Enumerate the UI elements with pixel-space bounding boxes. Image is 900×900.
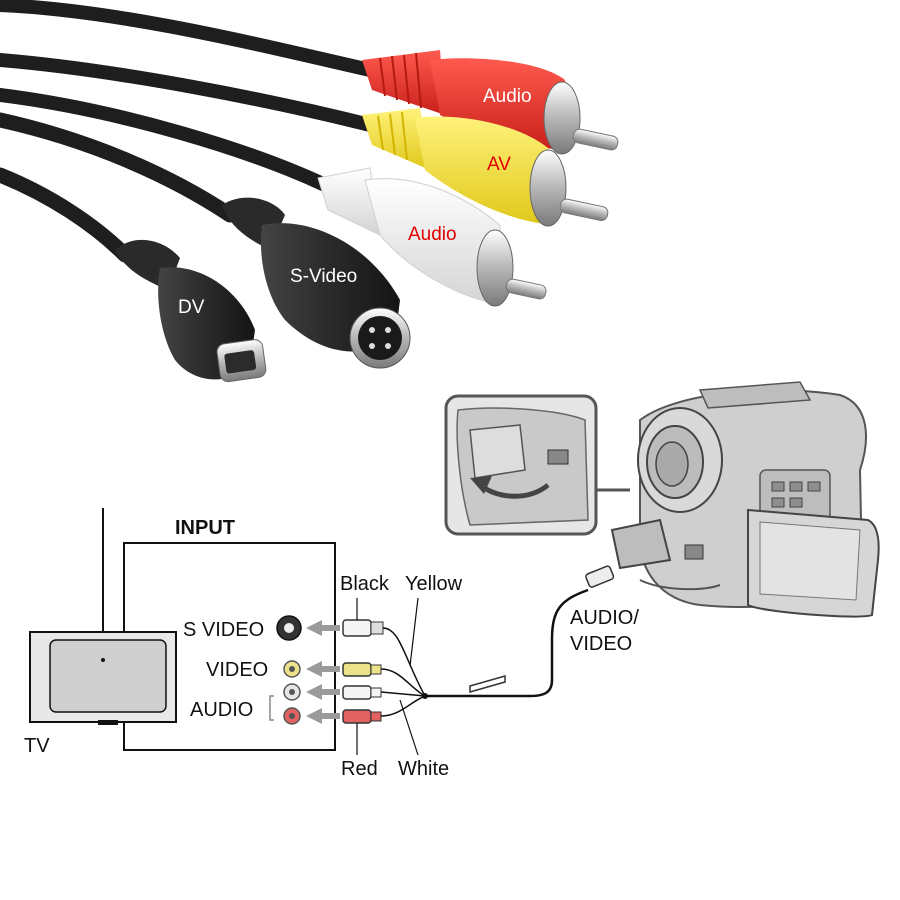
label-audio: AUDIO — [190, 699, 253, 721]
label-black: Black — [340, 573, 390, 595]
svideo-plug — [222, 197, 411, 369]
label-red: Red — [341, 758, 378, 780]
label-tv: TV — [24, 735, 50, 757]
label-av-yellow-plug: AV — [487, 154, 511, 175]
label-audio-white-plug: Audio — [408, 224, 457, 245]
label-white: White — [398, 758, 449, 780]
audio-bracket — [269, 695, 274, 721]
label-video: VIDEO — [206, 659, 268, 681]
tv-set — [29, 631, 177, 725]
red-rca-plug — [362, 50, 619, 155]
yellow-rca-plug — [362, 108, 609, 227]
wiring-diagram: INPUT S VIDEO VIDEO AUDIO TV Black Yello… — [24, 508, 639, 780]
label-yellow: Yellow — [405, 573, 463, 595]
label-audio-red-plug: Audio — [483, 86, 532, 107]
label-audio-video-line2: VIDEO — [570, 633, 632, 655]
dv-plug — [115, 239, 267, 383]
cable-red — [0, 0, 377, 77]
direction-arrow — [469, 675, 506, 693]
label-svideo-plug: S-Video — [290, 266, 357, 287]
white-rca-plug — [317, 167, 547, 307]
label-audio-video-line1: AUDIO/ — [570, 607, 639, 629]
camcorder-illustration — [444, 381, 880, 618]
cable-svideo — [0, 112, 238, 223]
red-audio-plug — [342, 709, 372, 724]
label-s-video: S VIDEO — [183, 619, 264, 641]
yellow-video-plug — [342, 662, 372, 677]
label-dv-plug: DV — [178, 297, 205, 318]
white-audio-plug — [342, 685, 372, 700]
cable-dv — [0, 167, 133, 263]
black-svideo-plug — [342, 619, 372, 637]
main-av-cable — [425, 588, 589, 698]
input-title: INPUT — [175, 517, 235, 539]
cable-yellow — [0, 53, 377, 132]
cable-white — [0, 88, 332, 192]
cable-photo: Audio AV Audio S-Video DV — [0, 0, 619, 383]
